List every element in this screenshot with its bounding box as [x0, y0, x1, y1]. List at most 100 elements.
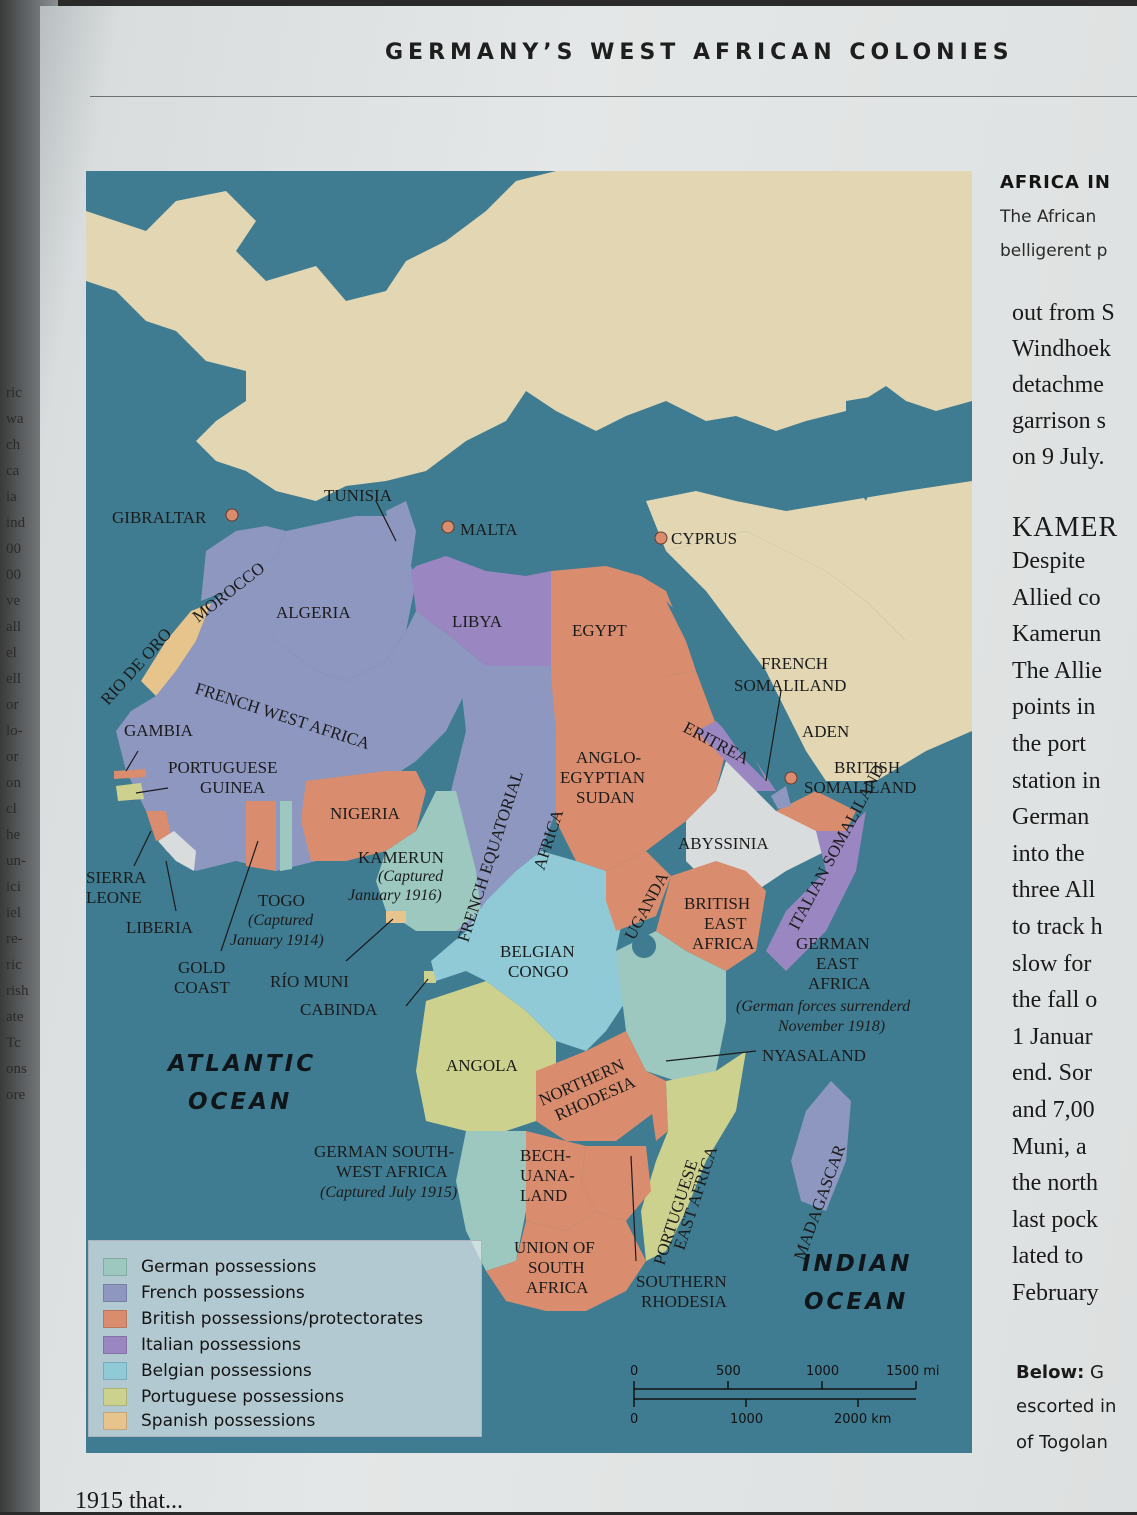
- previous-page-fragment: he: [6, 827, 21, 843]
- scale-mi-0: 0: [630, 1364, 638, 1379]
- label-egypt: EGYPT: [572, 621, 627, 640]
- label-liberia: LIBERIA: [126, 918, 194, 937]
- region-french-west-africa: [116, 591, 466, 871]
- label-nigeria: NIGERIA: [330, 804, 401, 823]
- previous-page-fragment: el: [6, 645, 17, 661]
- sidebar-body-line: out from S: [1012, 300, 1115, 326]
- sidebar-body-line: garrison s: [1012, 408, 1106, 434]
- region-sierra-leone: [146, 811, 171, 841]
- legend-row: Spanish possessions: [103, 1409, 315, 1433]
- levant-land: [646, 481, 972, 641]
- previous-page-fragment: un-: [6, 853, 26, 869]
- sidebar-body-line: three All: [1012, 877, 1096, 904]
- previous-page-fragment: Tc: [6, 1035, 21, 1051]
- label-angola: ANGOLA: [446, 1056, 518, 1075]
- label-gswa-1: GERMAN SOUTH-: [314, 1142, 455, 1161]
- label-gibraltar: GIBRALTAR: [112, 508, 207, 527]
- label-nyasaland: NYASALAND: [762, 1046, 866, 1065]
- region-german-east-africa: [616, 931, 726, 1081]
- label-cyprus: CYPRUS: [671, 529, 737, 548]
- sidebar-body-line: slow for: [1012, 950, 1092, 977]
- sidebar-body-line: and 7,00: [1012, 1097, 1095, 1123]
- region-portuguese-east-africa: [641, 1051, 746, 1261]
- sidebar-body-line: points in: [1012, 694, 1096, 721]
- scale-km-0: 0: [630, 1412, 638, 1427]
- previous-page-fragment: iel: [6, 905, 21, 921]
- label-malta: MALTA: [460, 520, 518, 539]
- scale-mi-500: 500: [716, 1364, 741, 1379]
- aden-marker: [784, 771, 798, 785]
- legend-swatch: [103, 1336, 127, 1354]
- label-usa-2: SOUTH: [528, 1258, 585, 1277]
- sidebar-body-line: Allied co: [1012, 584, 1101, 611]
- below-caption-line: of Togolan: [1016, 1432, 1108, 1453]
- label-togo-note-2: January 1914): [230, 932, 324, 949]
- label-portuguese-guinea-1: PORTUGUESE: [168, 758, 278, 777]
- below-caption-first: Below: G: [1016, 1362, 1104, 1383]
- region-tunisia: [386, 501, 416, 566]
- legend-label: Spanish possessions: [141, 1411, 316, 1431]
- sidebar-body-line: the north: [1012, 1170, 1098, 1197]
- label-bea-1: BRITISH: [684, 894, 750, 913]
- sidebar-body-line: station in: [1012, 767, 1101, 794]
- region-libya: [411, 556, 551, 666]
- previous-page-fragment: or: [6, 697, 19, 713]
- sidebar-body-line: Windhoek: [1012, 336, 1112, 362]
- sidebar-body-line: the fall o: [1012, 987, 1098, 1014]
- sidebar-heading: KAMER: [1012, 512, 1119, 543]
- label-gea-2: EAST: [816, 954, 859, 973]
- region-union-of-south-africa: [486, 1211, 646, 1311]
- region-algeria: [226, 516, 416, 681]
- label-sr-2: RHODESIA: [641, 1292, 728, 1311]
- region-rio-de-oro: [141, 603, 211, 696]
- legend-row: Italian possessions: [103, 1333, 301, 1357]
- label-sierra-leone-2: LEONE: [86, 888, 142, 907]
- malta-marker: [441, 520, 455, 534]
- scale-mi-1500: 1500 mi: [886, 1364, 940, 1379]
- label-kamerun-note-1: (Captured: [378, 868, 444, 885]
- region-uganda: [606, 851, 671, 931]
- region-egypt: [551, 566, 696, 676]
- sidebar-body-line: The Allie: [1012, 657, 1102, 684]
- british-isles: [196, 291, 251, 356]
- legend-row: Portuguese possessions: [103, 1385, 344, 1409]
- label-british-somaliland-2: SOMALILAND: [804, 778, 916, 797]
- legend-row: British possessions/protectorates: [103, 1307, 423, 1331]
- label-british-somaliland-1: BRITISH: [834, 758, 900, 777]
- region-gambia: [114, 769, 146, 779]
- label-bechuanaland-3: LAND: [520, 1186, 567, 1205]
- sidebar-body-line: Kamerun: [1012, 621, 1102, 648]
- label-gea-3: AFRICA: [808, 974, 871, 993]
- scale-mi-1000: 1000: [806, 1364, 839, 1379]
- label-gswa-note: (Captured July 1915): [320, 1184, 457, 1201]
- region-british-east-africa: [656, 861, 766, 971]
- region-kamerun: [376, 791, 481, 931]
- label-french-somaliland-2: SOMALILAND: [734, 676, 846, 695]
- region-british-somaliland: [776, 791, 856, 831]
- previous-page-fragment: ric: [6, 957, 22, 973]
- legend-swatch: [103, 1388, 127, 1406]
- legend-swatch: [103, 1284, 127, 1302]
- region-italian-somaliland: [766, 811, 866, 971]
- running-head: GERMANY’S WEST AFRICAN COLONIES: [385, 40, 1014, 65]
- region-french-somaliland: [771, 786, 791, 809]
- label-cabinda: CABINDA: [300, 1000, 378, 1019]
- label-gea-1: GERMAN: [796, 934, 870, 953]
- region-gold-coast: [246, 801, 276, 871]
- label-atlantic-1: ATLANTIC: [166, 1051, 316, 1077]
- sidebar-caption-line: The African: [1000, 207, 1097, 227]
- sidebar-body-line: into the: [1012, 840, 1085, 867]
- below-caption-line: escorted in: [1016, 1396, 1117, 1417]
- sidebar-body-line: 1 Januar: [1012, 1023, 1093, 1050]
- scale-km-1000: 1000: [730, 1412, 763, 1427]
- label-gold-coast-2: COAST: [174, 978, 230, 997]
- region-eritrea: [696, 721, 776, 791]
- label-tunisia: TUNISIA: [324, 486, 393, 505]
- map-legend: German possessions French possessions Br…: [88, 1240, 482, 1437]
- legend-swatch: [103, 1412, 127, 1430]
- label-bea-3: AFRICA: [692, 934, 755, 953]
- label-bechuanaland-2: UANA-: [520, 1166, 575, 1185]
- label-gambia: GAMBIA: [124, 721, 194, 740]
- header-rule: [90, 96, 1137, 97]
